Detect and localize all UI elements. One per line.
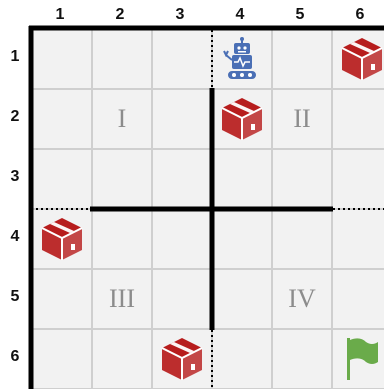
board-cell-r6-c5[interactable] [272, 329, 332, 389]
board-cell-r3-c2[interactable] [92, 149, 152, 209]
board-cell-r1-c3[interactable] [152, 29, 212, 89]
quadrant-label-iv: IV [272, 269, 332, 329]
board-cell-r5-c6[interactable] [332, 269, 384, 329]
board-cell-r4-c2[interactable] [92, 209, 152, 269]
row-label-3: 3 [0, 168, 30, 186]
board-cell-r2-c3[interactable] [152, 89, 212, 149]
board-cell-r5-c3[interactable] [152, 269, 212, 329]
robot-icon-r1-c4[interactable] [212, 29, 272, 89]
board-cell-r3-c5[interactable] [272, 149, 332, 209]
quadrant-label-iii: III [92, 269, 152, 329]
board-cell-r1-c2[interactable] [92, 29, 152, 89]
board-cell-r6-c4[interactable] [212, 329, 272, 389]
board-cell-r3-c4[interactable] [212, 149, 272, 209]
board-cell-r6-c1[interactable] [32, 329, 92, 389]
board-cell-r5-c4[interactable] [212, 269, 272, 329]
board-cell-r4-c4[interactable] [212, 209, 272, 269]
flag-icon-r6-c6 [332, 329, 384, 389]
column-label-1: 1 [30, 6, 90, 24]
row-label-5: 5 [0, 288, 30, 306]
box-icon-r6-c3[interactable] [152, 329, 212, 389]
quadrant-label-ii: II [272, 89, 332, 149]
board-cell-r6-c2[interactable] [92, 329, 152, 389]
row-label-6: 6 [0, 348, 30, 366]
board-cell-r1-c5[interactable] [272, 29, 332, 89]
row-label-1: 1 [0, 48, 30, 66]
row-label-2: 2 [0, 108, 30, 126]
board-cell-r4-c5[interactable] [272, 209, 332, 269]
board-cell-r4-c3[interactable] [152, 209, 212, 269]
board-cell-r3-c1[interactable] [32, 149, 92, 209]
board-cell-r2-c6[interactable] [332, 89, 384, 149]
board-cell-r4-c6[interactable] [332, 209, 384, 269]
board-cell-r3-c6[interactable] [332, 149, 384, 209]
board-cell-r5-c1[interactable] [32, 269, 92, 329]
board-cell-r1-c1[interactable] [32, 29, 92, 89]
board-cell-r2-c1[interactable] [32, 89, 92, 149]
box-icon-r4-c1[interactable] [32, 209, 92, 269]
box-icon-r1-c6[interactable] [332, 29, 384, 89]
row-label-4: 4 [0, 228, 30, 246]
quadrant-label-i: I [92, 89, 152, 149]
box-icon-r2-c4[interactable] [212, 89, 272, 149]
column-label-6: 6 [330, 6, 384, 24]
column-label-3: 3 [150, 6, 210, 24]
column-label-2: 2 [90, 6, 150, 24]
board-cell-r3-c3[interactable] [152, 149, 212, 209]
column-label-5: 5 [270, 6, 330, 24]
column-label-4: 4 [210, 6, 270, 24]
